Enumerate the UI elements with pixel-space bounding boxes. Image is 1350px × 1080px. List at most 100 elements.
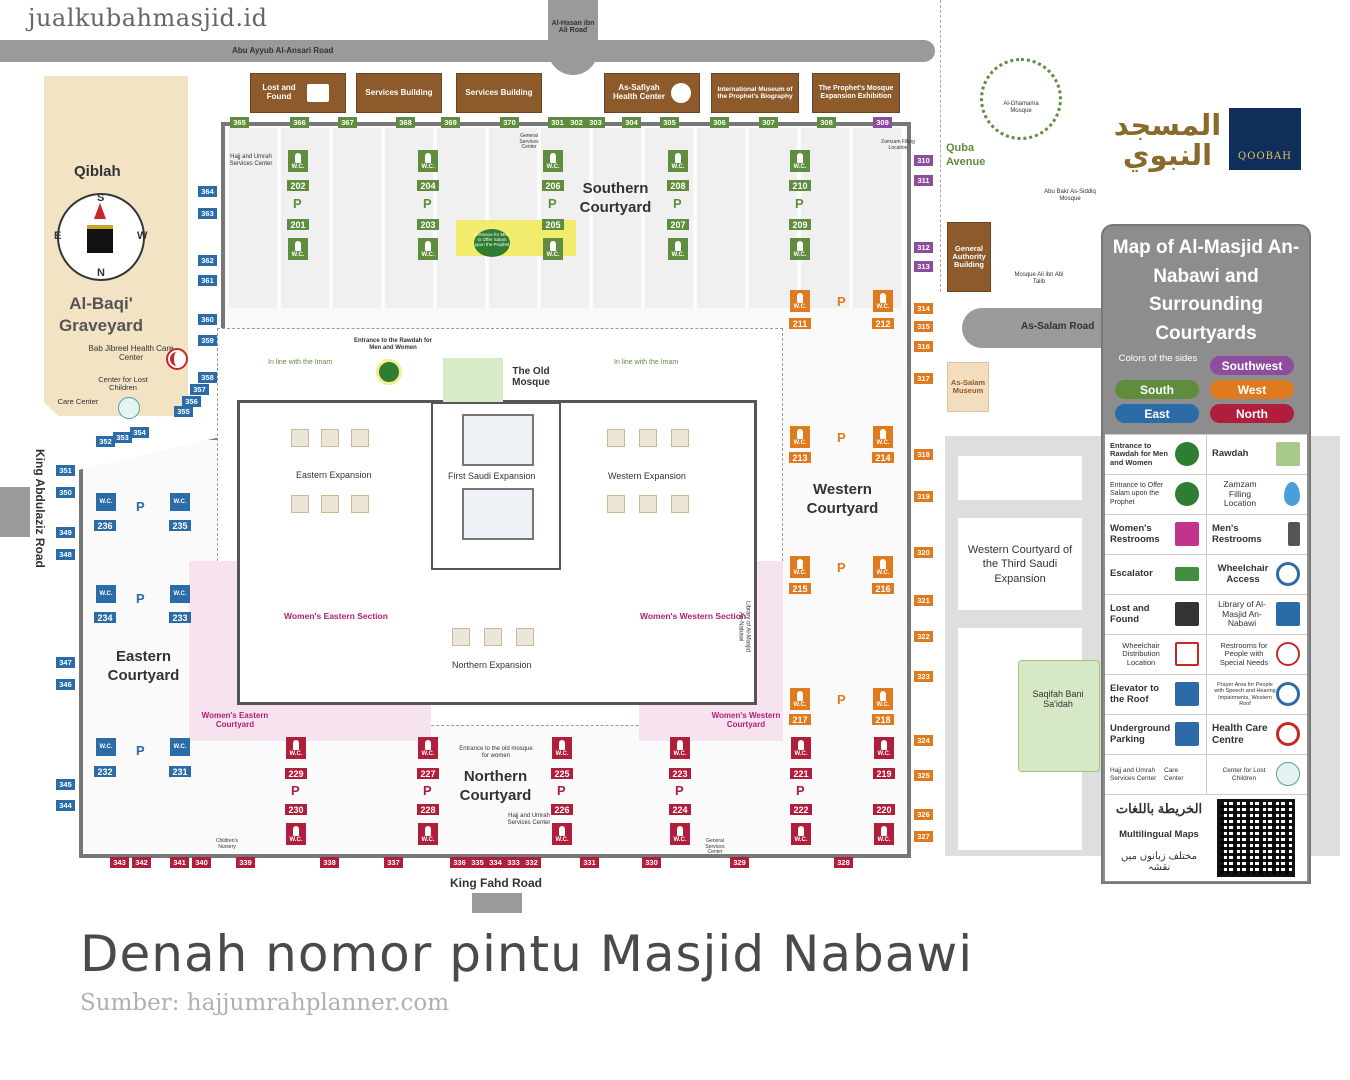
north-wc-9[interactable]: W.C. [791, 737, 811, 759]
gate-365[interactable]: 365 [230, 117, 249, 128]
gate-321[interactable]: 321 [914, 595, 933, 606]
gate-335[interactable]: 335 [468, 857, 487, 868]
gate-352[interactable]: 352 [96, 436, 115, 447]
gate-315[interactable]: 315 [914, 321, 933, 332]
gate-306[interactable]: 306 [710, 117, 729, 128]
east-wc-4[interactable]: W.C. [170, 585, 190, 603]
south-wc-6[interactable]: W.C. [543, 238, 563, 260]
building-204[interactable]: 204 [417, 180, 439, 191]
gate-301[interactable]: 301 [548, 117, 567, 128]
gate-308[interactable]: 308 [817, 117, 836, 128]
building-210[interactable]: 210 [789, 180, 811, 191]
gate-344[interactable]: 344 [56, 800, 75, 811]
gate-333[interactable]: 333 [504, 857, 523, 868]
building-218[interactable]: 218 [872, 714, 894, 725]
north-wc-11[interactable]: W.C. [874, 737, 894, 759]
building-209[interactable]: 209 [789, 219, 811, 230]
gate-322[interactable]: 322 [914, 631, 933, 642]
gate-311[interactable]: 311 [914, 175, 933, 186]
gate-307[interactable]: 307 [759, 117, 778, 128]
north-wc-7[interactable]: W.C. [670, 737, 690, 759]
west-wc-8[interactable]: W.C. [873, 688, 893, 710]
gate-355[interactable]: 355 [174, 406, 193, 417]
north-wc-8[interactable]: W.C. [670, 823, 690, 845]
gate-312[interactable]: 312 [914, 242, 933, 253]
gate-319[interactable]: 319 [914, 491, 933, 502]
gate-336[interactable]: 336 [450, 857, 469, 868]
building-208[interactable]: 208 [667, 180, 689, 191]
gate-347[interactable]: 347 [56, 657, 75, 668]
building-217[interactable]: 217 [789, 714, 811, 725]
gate-313[interactable]: 313 [914, 261, 933, 272]
building-232[interactable]: 232 [94, 766, 116, 777]
gate-330[interactable]: 330 [642, 857, 661, 868]
gate-316[interactable]: 316 [914, 341, 933, 352]
gate-317[interactable]: 317 [914, 373, 933, 384]
north-wc-6[interactable]: W.C. [552, 823, 572, 845]
gate-363[interactable]: 363 [198, 208, 217, 219]
building-215[interactable]: 215 [789, 583, 811, 594]
gate-332[interactable]: 332 [522, 857, 541, 868]
south-wc-1[interactable]: W.C. [288, 150, 308, 172]
south-wc-8[interactable]: W.C. [668, 238, 688, 260]
gate-368[interactable]: 368 [396, 117, 415, 128]
gate-359[interactable]: 359 [198, 335, 217, 346]
gate-338[interactable]: 338 [320, 857, 339, 868]
building-224[interactable]: 224 [669, 804, 691, 815]
building-235[interactable]: 235 [169, 520, 191, 531]
building-203[interactable]: 203 [417, 219, 439, 230]
gate-367[interactable]: 367 [338, 117, 357, 128]
gate-340[interactable]: 340 [192, 857, 211, 868]
building-226[interactable]: 226 [551, 804, 573, 815]
gate-334[interactable]: 334 [486, 857, 505, 868]
building-225[interactable]: 225 [551, 768, 573, 779]
building-214[interactable]: 214 [872, 452, 894, 463]
east-wc-1[interactable]: W.C. [96, 493, 116, 511]
gate-361[interactable]: 361 [198, 275, 217, 286]
building-211[interactable]: 211 [789, 318, 811, 329]
south-wc-5[interactable]: W.C. [543, 150, 563, 172]
gate-314[interactable]: 314 [914, 303, 933, 314]
north-wc-12[interactable]: W.C. [874, 823, 894, 845]
gate-325[interactable]: 325 [914, 770, 933, 781]
south-wc-9[interactable]: W.C. [790, 150, 810, 172]
gate-342[interactable]: 342 [132, 857, 151, 868]
gate-343[interactable]: 343 [110, 857, 129, 868]
gate-350[interactable]: 350 [56, 487, 75, 498]
building-221[interactable]: 221 [790, 768, 812, 779]
gate-364[interactable]: 364 [198, 186, 217, 197]
building-227[interactable]: 227 [417, 768, 439, 779]
gate-323[interactable]: 323 [914, 671, 933, 682]
gate-337[interactable]: 337 [384, 857, 403, 868]
building-222[interactable]: 222 [790, 804, 812, 815]
building-212[interactable]: 212 [872, 318, 894, 329]
east-wc-3[interactable]: W.C. [96, 585, 116, 603]
building-213[interactable]: 213 [789, 452, 811, 463]
building-205[interactable]: 205 [542, 219, 564, 230]
south-wc-10[interactable]: W.C. [790, 238, 810, 260]
gate-366[interactable]: 366 [290, 117, 309, 128]
building-236[interactable]: 236 [94, 520, 116, 531]
east-wc-6[interactable]: W.C. [170, 738, 190, 756]
gate-360[interactable]: 360 [198, 314, 217, 325]
building-201[interactable]: 201 [287, 219, 309, 230]
south-wc-2[interactable]: W.C. [288, 238, 308, 260]
west-wc-1[interactable]: W.C. [790, 290, 810, 312]
building-229[interactable]: 229 [285, 768, 307, 779]
west-wc-6[interactable]: W.C. [873, 556, 893, 578]
gate-348[interactable]: 348 [56, 549, 75, 560]
gate-305[interactable]: 305 [660, 117, 679, 128]
south-wc-3[interactable]: W.C. [418, 150, 438, 172]
building-234[interactable]: 234 [94, 612, 116, 623]
gate-362[interactable]: 362 [198, 255, 217, 266]
gate-309[interactable]: 309 [873, 117, 892, 128]
gate-328[interactable]: 328 [834, 857, 853, 868]
building-233[interactable]: 233 [169, 612, 191, 623]
gate-329[interactable]: 329 [730, 857, 749, 868]
gate-349[interactable]: 349 [56, 527, 75, 538]
north-wc-3[interactable]: W.C. [418, 737, 438, 759]
gate-304[interactable]: 304 [622, 117, 641, 128]
gate-310[interactable]: 310 [914, 155, 933, 166]
gate-303[interactable]: 303 [586, 117, 605, 128]
gate-327[interactable]: 327 [914, 831, 933, 842]
